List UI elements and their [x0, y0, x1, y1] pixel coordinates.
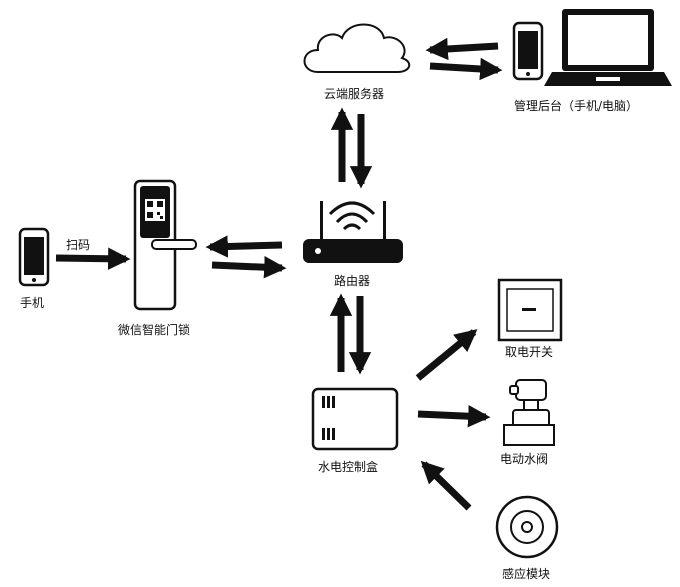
label-controller: 水电控制盒: [318, 460, 379, 474]
controller-box-icon: [311, 387, 399, 451]
label-sensor: 感应模块: [502, 567, 551, 581]
label-phone: 手机: [20, 296, 45, 310]
sensor-icon: [495, 495, 559, 559]
label-lock: 微信智能门锁: [118, 323, 191, 337]
cloud-icon: [303, 23, 411, 73]
router-icon: [303, 201, 403, 263]
power-switch-icon: [497, 278, 563, 342]
arrow-router-to-lock: [205, 235, 283, 258]
arrow-sensor-to-controller: [420, 460, 472, 511]
arrows: [55, 37, 503, 511]
admin-phone-icon: [512, 21, 544, 81]
smart-lock-icon: [133, 179, 197, 311]
arrow-controller-to-switch: [415, 329, 478, 381]
label-cloud: 云端服务器: [324, 87, 385, 101]
label-admin: 管理后台（手机/电脑）: [514, 99, 639, 113]
arrow-lock-to-router: [211, 256, 287, 279]
arrow-controller-to-valve: [417, 405, 491, 428]
valve-icon: [503, 379, 555, 446]
arrow-admin-to-cloud: [425, 37, 499, 61]
label-valve: 电动水阀: [500, 452, 549, 466]
label-router: 路由器: [334, 274, 371, 288]
laptop-icon: [544, 9, 672, 86]
label-scan: 扫码: [66, 238, 91, 252]
arrow-cloud-to-admin: [429, 57, 503, 81]
label-power-switch: 取电开关: [505, 345, 554, 359]
arrow-phone-to-lock: [55, 247, 131, 270]
phone-icon: [18, 227, 50, 287]
